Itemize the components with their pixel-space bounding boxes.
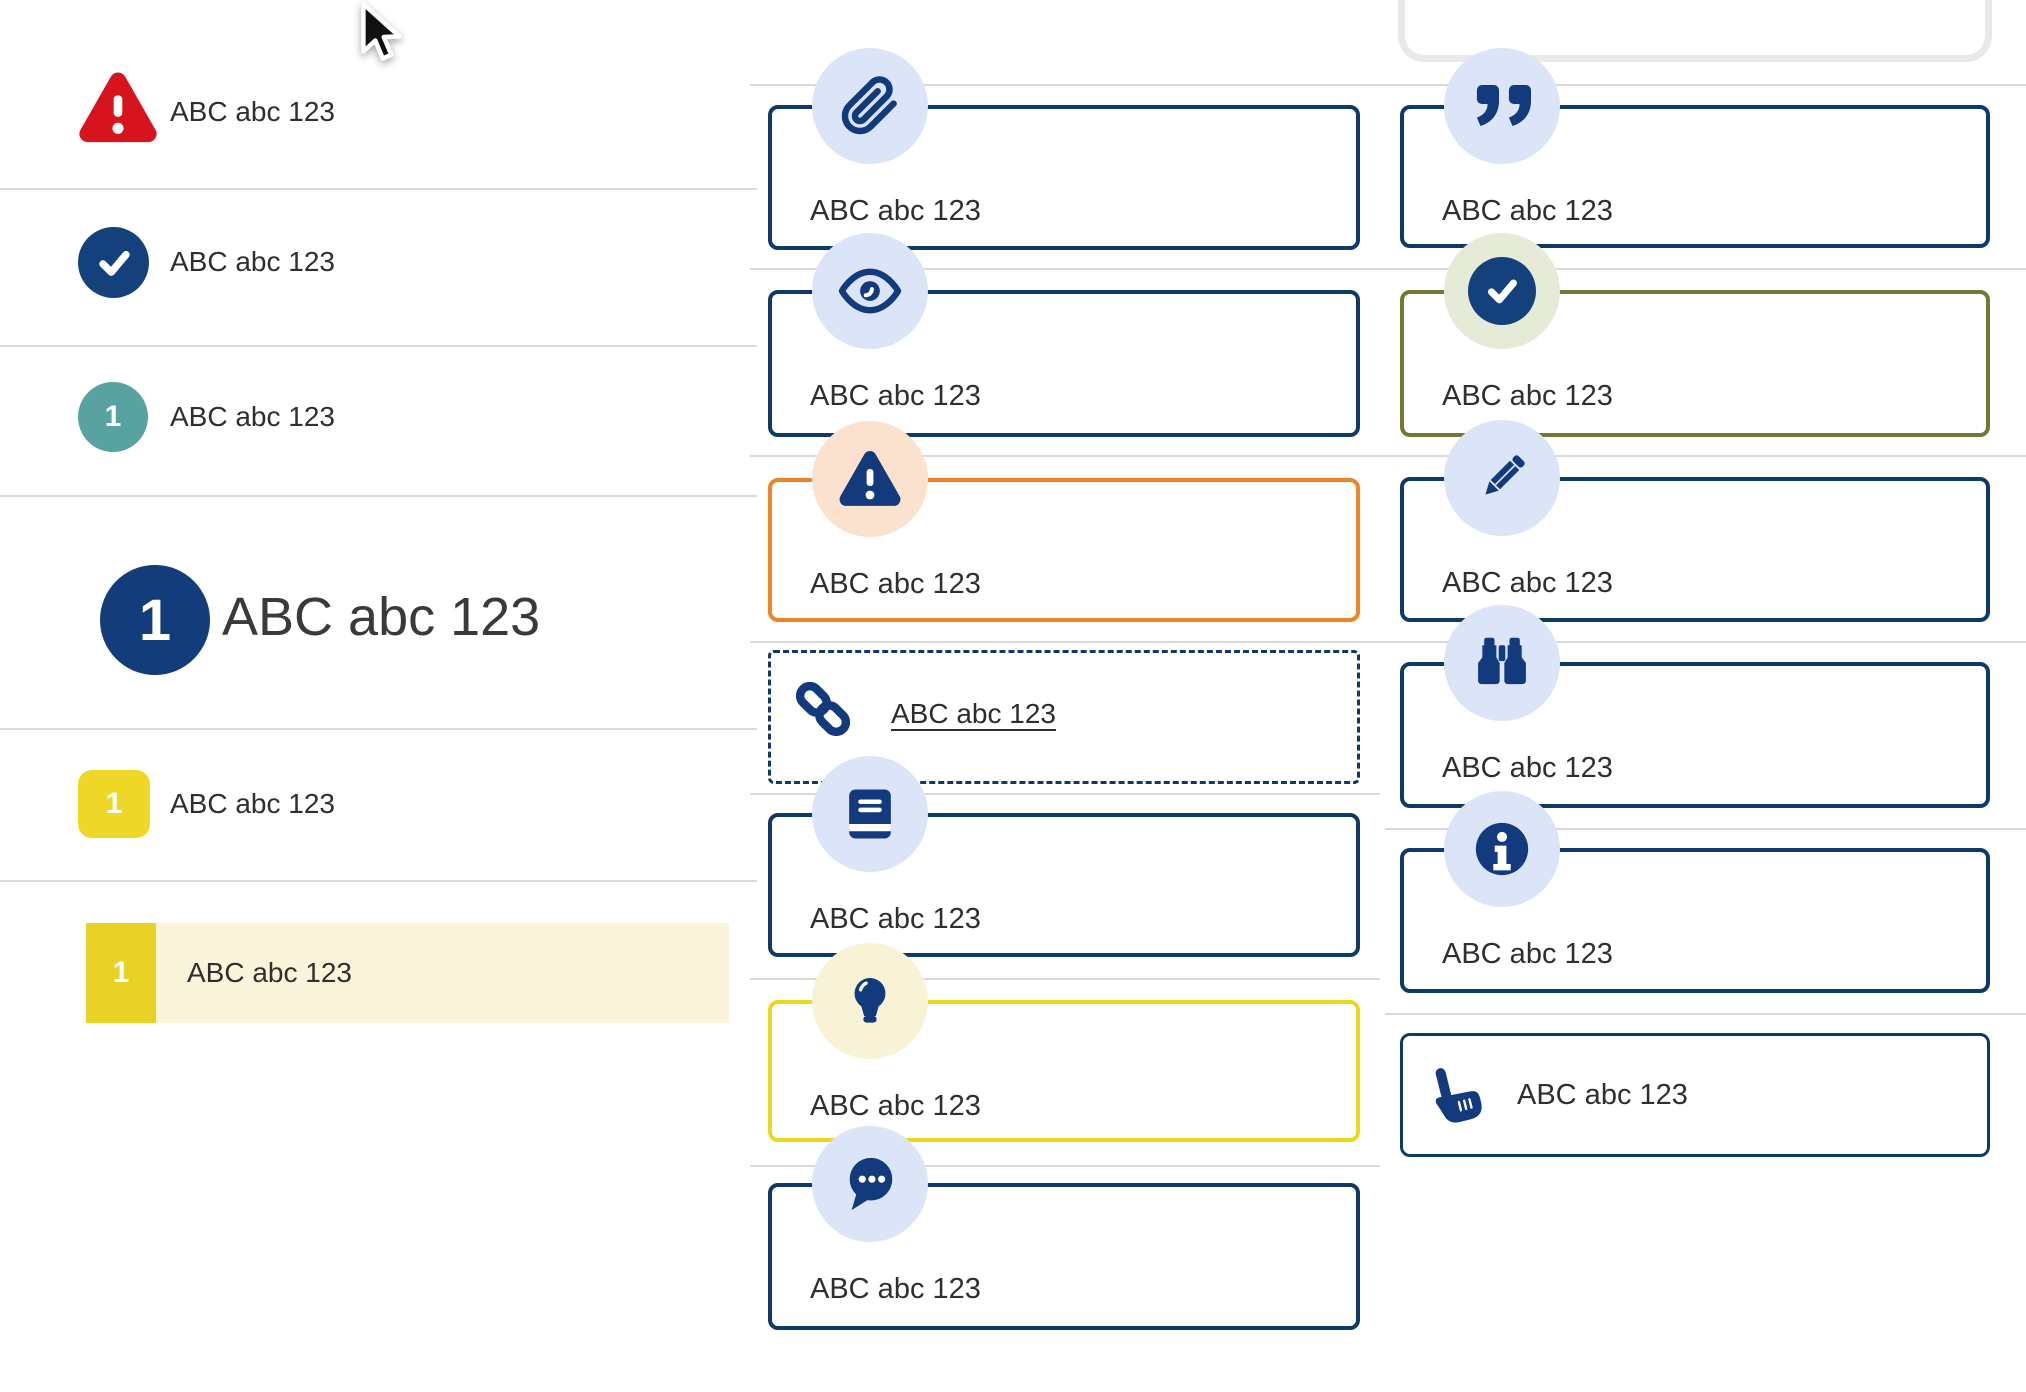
card-info: ABC abc 123 [1400, 791, 1990, 993]
quote-icon [1444, 48, 1560, 164]
lightbulb-icon [812, 943, 928, 1059]
list-item-label: ABC abc 123 [187, 957, 352, 988]
divider [0, 880, 757, 882]
card-edit: ABC abc 123 [1400, 420, 1990, 622]
chat-bubble-icon [812, 1126, 928, 1242]
paperclip-icon [812, 48, 928, 164]
card-label: ABC abc 123 [1442, 380, 1613, 412]
number-badge-teal: 1 [78, 382, 148, 452]
divider [750, 455, 2026, 457]
divider [750, 84, 2026, 86]
card-label: ABC abc 123 [810, 195, 981, 227]
card-label: ABC abc 123 [1442, 938, 1613, 970]
divider [0, 728, 757, 730]
divider [1385, 1013, 2026, 1015]
card-tip: ABC abc 123 [768, 943, 1360, 1142]
card-quote: ABC abc 123 [1400, 48, 1990, 248]
divider [1385, 828, 2026, 830]
card-label: ABC abc 123 [1517, 1078, 1688, 1111]
list-item-label: ABC abc 123 [170, 401, 335, 432]
link-text[interactable]: ABC abc 123 [891, 698, 1056, 729]
card-label: ABC abc 123 [1442, 752, 1613, 784]
card-warning: ABC abc 123 [768, 421, 1360, 622]
card-observe: ABC abc 123 [768, 233, 1360, 437]
section-heading: ABC abc 123 [222, 587, 541, 647]
card-label: ABC abc 123 [1442, 195, 1613, 227]
eye-icon [812, 233, 928, 349]
check-circle-icon [78, 227, 149, 298]
divider [750, 978, 1380, 980]
divider [750, 641, 2026, 643]
card-label: ABC abc 123 [810, 380, 981, 412]
list-item-label: ABC abc 123 [170, 96, 335, 127]
book-icon [812, 756, 928, 872]
card-action[interactable]: ABC abc 123 [1400, 1033, 1990, 1157]
card-label: ABC abc 123 [810, 903, 981, 935]
card-reference: ABC abc 123 [768, 756, 1360, 957]
card-label: ABC abc 123 [810, 1090, 981, 1122]
binoculars-icon [1444, 605, 1560, 721]
number-badge-yellow: 1 [78, 770, 150, 838]
divider [0, 345, 757, 347]
list-item-label: ABC abc 123 [170, 788, 335, 819]
divider [750, 1165, 1380, 1167]
highlight-background [86, 923, 729, 1023]
alert-triangle-icon [812, 421, 928, 537]
divider [750, 793, 1380, 795]
divider [0, 495, 757, 497]
number-badge-navy-large: 1 [100, 565, 210, 675]
pencil-icon [1444, 420, 1560, 536]
link-icon [789, 675, 857, 748]
card-attachment: ABC abc 123 [768, 48, 1360, 250]
divider [0, 188, 757, 190]
alert-triangle-icon [79, 72, 157, 143]
mouse-cursor [361, 2, 402, 61]
card-label: ABC abc 123 [810, 568, 981, 600]
check-circle-icon [1444, 233, 1560, 349]
hand-pointer-icon [1435, 1068, 1482, 1123]
info-icon [1444, 791, 1560, 907]
card-label: ABC abc 123 [1442, 567, 1613, 599]
card-search: ABC abc 123 [1400, 605, 1990, 808]
card-success: ABC abc 123 [1400, 233, 1990, 437]
number-badge-yellow-highlighted: 1 [86, 923, 156, 1023]
card-label: ABC abc 123 [810, 1273, 981, 1305]
list-item-label: ABC abc 123 [170, 246, 335, 277]
divider [750, 268, 2026, 270]
card-discussion: ABC abc 123 [768, 1126, 1360, 1330]
